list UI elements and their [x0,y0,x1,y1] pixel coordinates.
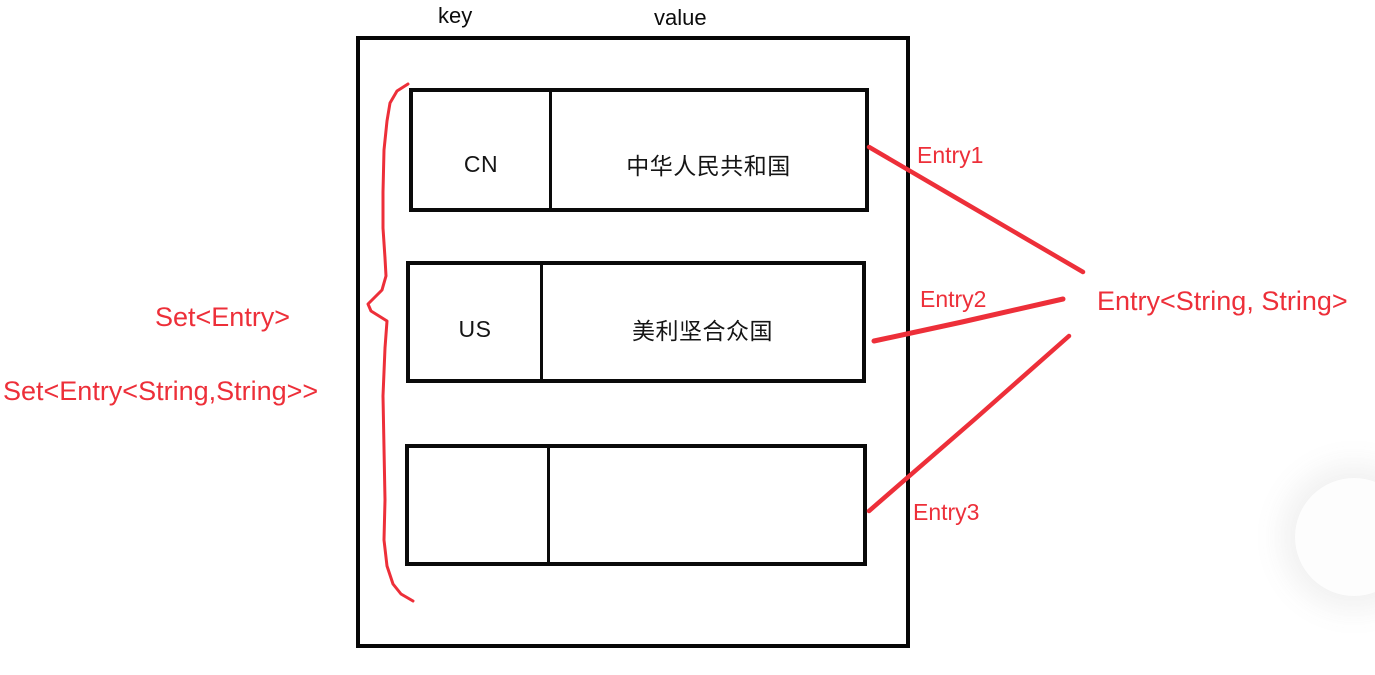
entry3-key-cell [409,448,550,562]
entry1-value-text: 中华人民共和国 [626,153,791,179]
entry3-value-cell [550,448,863,562]
entry2-key-cell: US [410,265,543,379]
entry3-label: Entry3 [913,499,980,525]
entry-row-2: US 美利坚合众国 [406,261,866,383]
entry1-value-cell: 中华人民共和国 [552,92,865,208]
set-entry-label: Set<Entry> [155,302,291,332]
entry1-key-text: CN [463,150,499,177]
entry1-key-cell: CN [413,92,552,208]
entry-row-3 [405,444,867,566]
entry-row-1: CN 中华人民共和国 [409,88,869,212]
entry2-label: Entry2 [920,286,987,312]
entry2-key-text: US [458,315,492,342]
overlay-circle-artifact [1295,478,1375,596]
column-label-value: value [654,5,707,30]
column-label-key: key [438,3,473,28]
entry2-value-text: 美利坚合众国 [632,318,773,344]
entry1-label: Entry1 [917,142,984,168]
entry-type-label: Entry<String, String> [1097,286,1348,316]
set-entry-generic-label: Set<Entry<String,String>> [3,376,319,406]
entry2-value-cell: 美利坚合众国 [543,265,862,379]
